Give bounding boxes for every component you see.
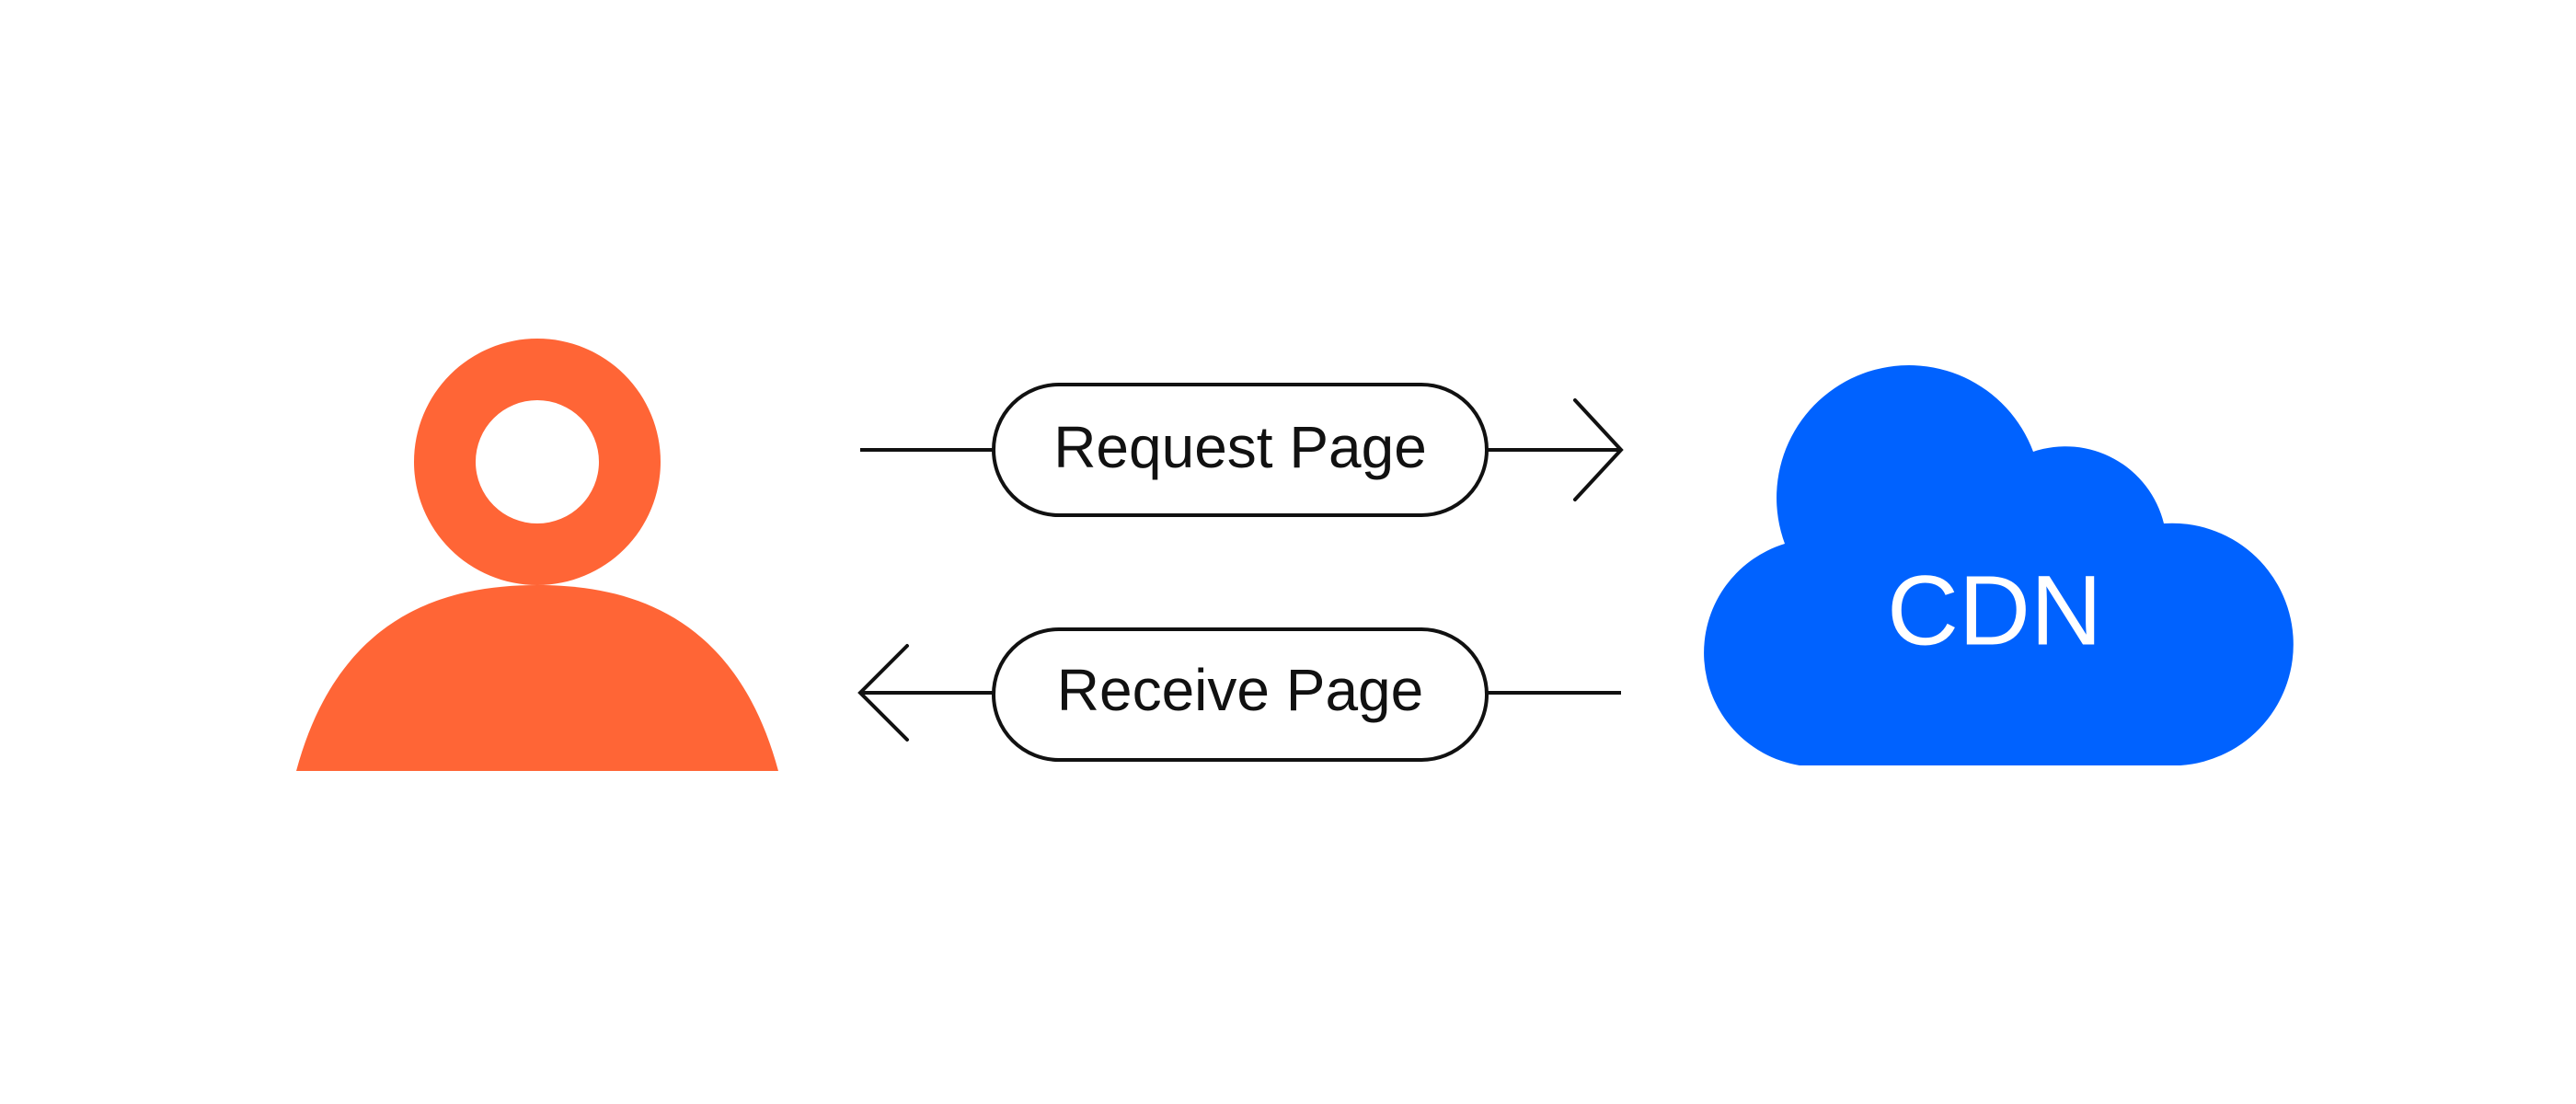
cdn-label: CDN — [1887, 555, 2102, 666]
cloud-shape — [1704, 365, 2294, 765]
receive-label: Receive Page — [1057, 657, 1423, 723]
cloud-icon: CDN — [1704, 365, 2294, 765]
request-flow: Request Page — [860, 383, 1624, 517]
user-icon — [296, 339, 778, 771]
arrow-left-icon — [857, 644, 909, 742]
arrow-right-icon — [1573, 398, 1624, 501]
request-label: Request Page — [1053, 414, 1427, 480]
receive-flow: Receive Page — [857, 627, 1621, 762]
user-head-ring — [414, 339, 661, 585]
user-body — [296, 585, 778, 771]
